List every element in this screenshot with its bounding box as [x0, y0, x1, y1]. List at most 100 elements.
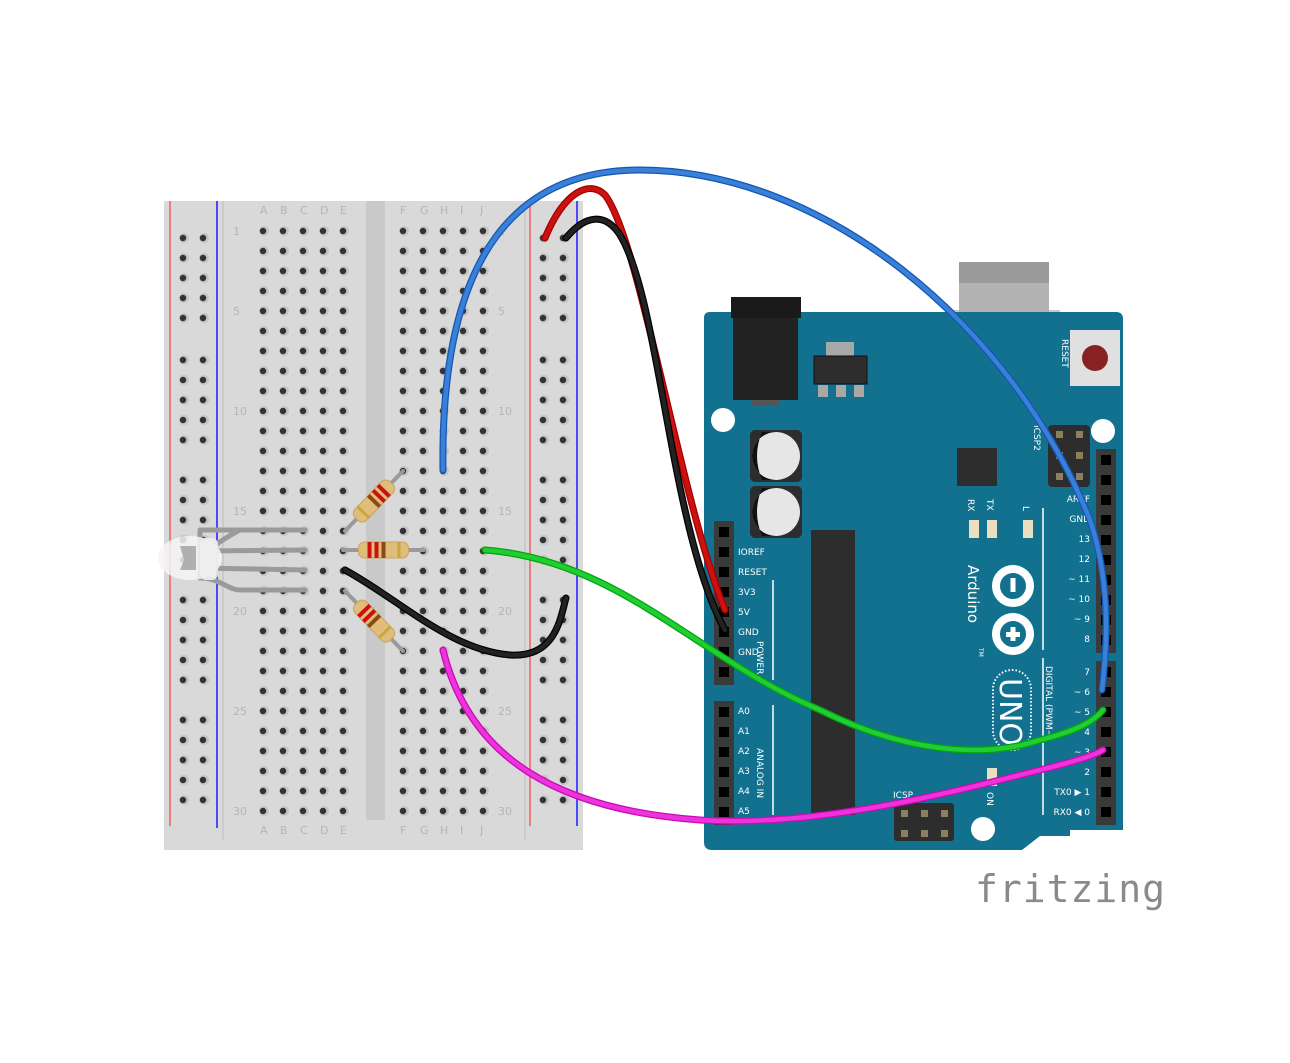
- breadboard-hole[interactable]: [419, 347, 427, 355]
- breadboard-hole[interactable]: [479, 767, 487, 775]
- breadboard-hole[interactable]: [399, 267, 407, 275]
- wire-core[interactable]: [440, 647, 1106, 824]
- breadboard-hole[interactable]: [179, 234, 187, 242]
- breadboard-hole[interactable]: [319, 367, 327, 375]
- breadboard-hole[interactable]: [459, 367, 467, 375]
- breadboard-hole[interactable]: [539, 716, 547, 724]
- breadboard-hole[interactable]: [439, 327, 447, 335]
- breadboard-hole[interactable]: [539, 676, 547, 684]
- breadboard-hole[interactable]: [419, 467, 427, 475]
- breadboard-hole[interactable]: [339, 687, 347, 695]
- header-pin[interactable]: [719, 587, 729, 597]
- breadboard-hole[interactable]: [539, 254, 547, 262]
- breadboard-hole[interactable]: [339, 667, 347, 675]
- header-pin[interactable]: [719, 807, 729, 817]
- breadboard-hole[interactable]: [199, 356, 207, 364]
- breadboard-hole[interactable]: [439, 287, 447, 295]
- breadboard-hole[interactable]: [279, 367, 287, 375]
- black-wire-led[interactable]: [341, 566, 570, 659]
- breadboard-hole[interactable]: [399, 287, 407, 295]
- breadboard-hole[interactable]: [179, 476, 187, 484]
- breadboard-hole[interactable]: [279, 447, 287, 455]
- breadboard-hole[interactable]: [299, 807, 307, 815]
- header-pin[interactable]: [719, 567, 729, 577]
- breadboard-hole[interactable]: [319, 347, 327, 355]
- breadboard-hole[interactable]: [559, 776, 567, 784]
- breadboard-hole[interactable]: [439, 807, 447, 815]
- breadboard-hole[interactable]: [339, 407, 347, 415]
- breadboard-hole[interactable]: [299, 247, 307, 255]
- header-pin[interactable]: [1101, 727, 1111, 737]
- breadboard-hole[interactable]: [199, 396, 207, 404]
- breadboard-hole[interactable]: [479, 807, 487, 815]
- breadboard-hole[interactable]: [419, 407, 427, 415]
- breadboard-hole[interactable]: [199, 314, 207, 322]
- breadboard-hole[interactable]: [399, 507, 407, 515]
- breadboard-hole[interactable]: [479, 427, 487, 435]
- breadboard-hole[interactable]: [199, 776, 207, 784]
- breadboard-hole[interactable]: [299, 787, 307, 795]
- breadboard-hole[interactable]: [299, 667, 307, 675]
- breadboard-hole[interactable]: [399, 347, 407, 355]
- breadboard-hole[interactable]: [299, 687, 307, 695]
- breadboard-hole[interactable]: [259, 647, 267, 655]
- breadboard-hole[interactable]: [259, 727, 267, 735]
- breadboard-hole[interactable]: [419, 627, 427, 635]
- breadboard-hole[interactable]: [459, 767, 467, 775]
- breadboard-hole[interactable]: [199, 516, 207, 524]
- breadboard-hole[interactable]: [439, 227, 447, 235]
- breadboard-hole[interactable]: [539, 616, 547, 624]
- breadboard-hole[interactable]: [259, 387, 267, 395]
- breadboard-hole[interactable]: [459, 607, 467, 615]
- breadboard-hole[interactable]: [459, 807, 467, 815]
- breadboard-hole[interactable]: [439, 487, 447, 495]
- breadboard-hole[interactable]: [279, 807, 287, 815]
- breadboard-hole[interactable]: [439, 527, 447, 535]
- breadboard-hole[interactable]: [279, 327, 287, 335]
- wire-core[interactable]: [440, 167, 1109, 693]
- header-pin[interactable]: [1101, 515, 1111, 525]
- breadboard-hole[interactable]: [439, 587, 447, 595]
- breadboard-hole[interactable]: [179, 636, 187, 644]
- breadboard-hole[interactable]: [419, 787, 427, 795]
- breadboard-hole[interactable]: [179, 274, 187, 282]
- breadboard-hole[interactable]: [179, 716, 187, 724]
- breadboard-hole[interactable]: [539, 476, 547, 484]
- breadboard-hole[interactable]: [199, 676, 207, 684]
- header-pin[interactable]: [1101, 535, 1111, 545]
- wire-core[interactable]: [342, 567, 569, 658]
- header-pin[interactable]: [719, 747, 729, 757]
- breadboard-hole[interactable]: [259, 307, 267, 315]
- breadboard-hole[interactable]: [279, 627, 287, 635]
- breadboard-hole[interactable]: [419, 427, 427, 435]
- breadboard-hole[interactable]: [459, 587, 467, 595]
- breadboard-hole[interactable]: [319, 407, 327, 415]
- breadboard-hole[interactable]: [479, 227, 487, 235]
- breadboard-hole[interactable]: [279, 267, 287, 275]
- breadboard-hole[interactable]: [299, 227, 307, 235]
- breadboard-hole[interactable]: [259, 467, 267, 475]
- header-pin[interactable]: [1101, 787, 1111, 797]
- breadboard-hole[interactable]: [179, 616, 187, 624]
- breadboard-hole[interactable]: [179, 436, 187, 444]
- breadboard-hole[interactable]: [339, 647, 347, 655]
- breadboard-hole[interactable]: [279, 767, 287, 775]
- breadboard-hole[interactable]: [419, 667, 427, 675]
- breadboard-hole[interactable]: [299, 627, 307, 635]
- breadboard-hole[interactable]: [439, 607, 447, 615]
- breadboard-hole[interactable]: [319, 467, 327, 475]
- breadboard-hole[interactable]: [259, 407, 267, 415]
- breadboard-hole[interactable]: [399, 567, 407, 575]
- breadboard-hole[interactable]: [479, 487, 487, 495]
- breadboard-hole[interactable]: [419, 727, 427, 735]
- breadboard-hole[interactable]: [259, 427, 267, 435]
- breadboard-hole[interactable]: [259, 267, 267, 275]
- breadboard-hole[interactable]: [479, 587, 487, 595]
- breadboard-hole[interactable]: [399, 447, 407, 455]
- breadboard-hole[interactable]: [319, 627, 327, 635]
- breadboard-hole[interactable]: [559, 796, 567, 804]
- breadboard-hole[interactable]: [319, 787, 327, 795]
- breadboard-hole[interactable]: [459, 667, 467, 675]
- breadboard-hole[interactable]: [539, 416, 547, 424]
- breadboard-hole[interactable]: [399, 247, 407, 255]
